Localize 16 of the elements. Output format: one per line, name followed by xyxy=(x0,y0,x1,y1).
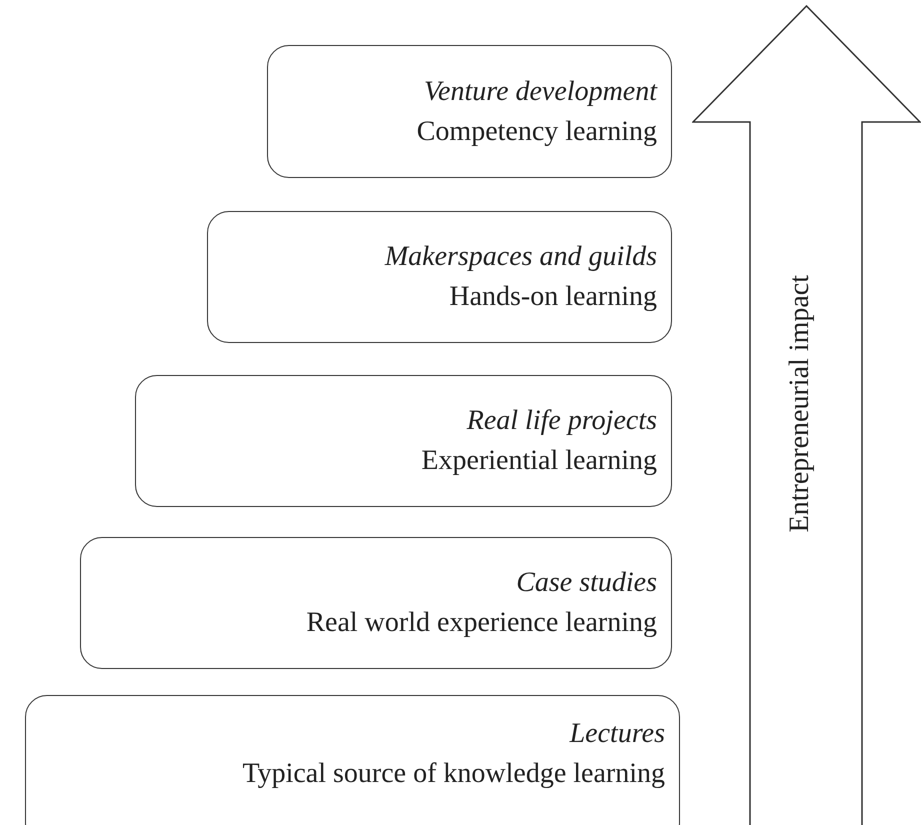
step-heading: Makerspaces and guilds xyxy=(384,240,657,274)
step-heading: Lectures xyxy=(570,717,665,751)
step-heading: Case studies xyxy=(516,566,657,600)
step-box xyxy=(267,45,672,178)
step-description: Real world experience learning xyxy=(306,606,657,640)
step-box xyxy=(207,211,672,343)
step-heading: Venture development xyxy=(424,74,657,108)
step-description: Typical source of knowledge learning xyxy=(242,757,665,791)
step-description: Hands-on learning xyxy=(449,280,657,314)
step-description: Experiential learning xyxy=(421,444,657,478)
step-box xyxy=(135,375,672,507)
arrow-label: Entrepreneurial impact xyxy=(784,275,816,532)
step-heading: Real life projects xyxy=(466,404,657,438)
step-description: Competency learning xyxy=(416,114,657,148)
step-box xyxy=(25,695,680,825)
step-box xyxy=(80,537,672,669)
